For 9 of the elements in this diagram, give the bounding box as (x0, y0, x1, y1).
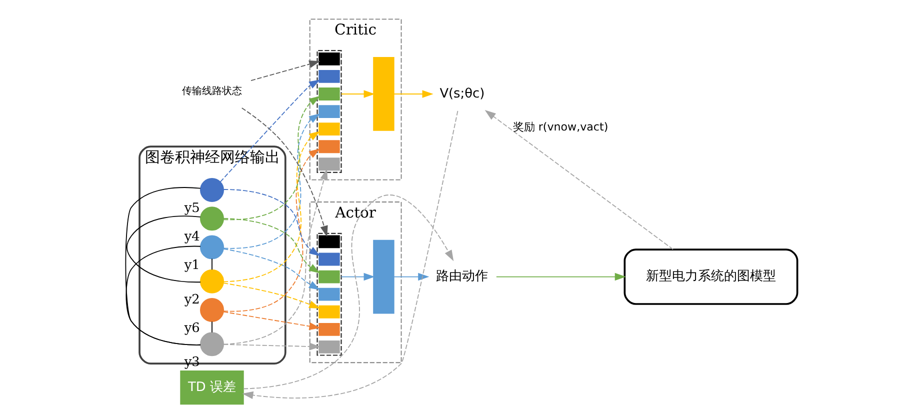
node-label: y2 (184, 292, 200, 308)
node-label: y4 (184, 229, 200, 244)
node-label: y6 (184, 320, 200, 336)
edge-label: 奖励 r(vnow,vact) (512, 120, 608, 134)
node-text: 传输线路状态 (182, 86, 242, 97)
node-text: 路由动作 (436, 269, 488, 284)
node-text: V(s;θc) (439, 86, 484, 102)
node-label: y1 (184, 258, 200, 274)
node-label: y5 (184, 200, 200, 216)
